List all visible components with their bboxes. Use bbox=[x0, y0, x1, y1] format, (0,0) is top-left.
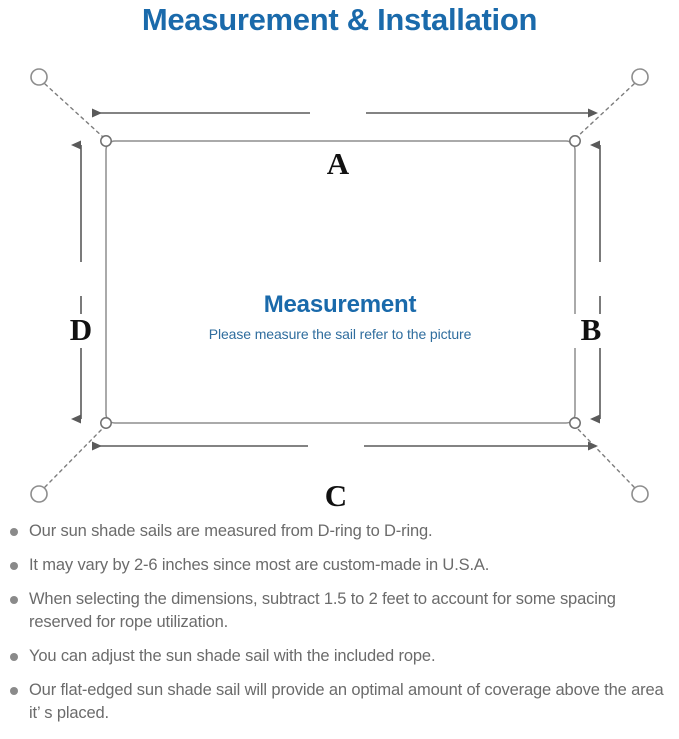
center-subtitle: Please measure the sail refer to the pic… bbox=[208, 326, 472, 342]
rope-bottom-right bbox=[576, 427, 635, 488]
note-text: When selecting the dimensions, subtract … bbox=[29, 590, 616, 631]
rope-top-left bbox=[44, 83, 104, 138]
list-item: Our flat-edged sun shade sail will provi… bbox=[0, 679, 679, 725]
dimension-label-a: A bbox=[310, 148, 366, 182]
bullet-icon bbox=[10, 528, 18, 536]
anchor-ring-top-right bbox=[631, 68, 649, 86]
measurement-diagram: A B C D Measurement Please measure the s… bbox=[0, 52, 679, 517]
d-ring-bottom-left bbox=[100, 417, 112, 429]
sail-panel bbox=[105, 140, 576, 424]
page-title: Measurement & Installation bbox=[141, 2, 538, 37]
d-ring-bottom-right bbox=[569, 417, 581, 429]
list-item: You can adjust the sun shade sail with t… bbox=[0, 645, 679, 668]
notes-list: Our sun shade sails are measured from D-… bbox=[0, 520, 679, 736]
bullet-icon bbox=[10, 653, 18, 661]
note-text: Our sun shade sails are measured from D-… bbox=[29, 522, 433, 540]
anchor-ring-bottom-left bbox=[30, 485, 48, 503]
sail-diagram-svg bbox=[30, 68, 649, 503]
center-title: Measurement bbox=[263, 291, 417, 318]
bullet-icon bbox=[10, 687, 18, 695]
dimension-label-b: B bbox=[574, 314, 608, 348]
note-text: It may vary by 2-6 inches since most are… bbox=[29, 556, 490, 574]
bullet-icon bbox=[10, 596, 18, 604]
anchor-ring-top-left bbox=[30, 68, 48, 86]
d-ring-top-right bbox=[569, 135, 581, 147]
list-item: Our sun shade sails are measured from D-… bbox=[0, 520, 679, 543]
rope-top-right bbox=[576, 83, 635, 138]
rope-lines bbox=[44, 83, 635, 488]
d-ring-top-left bbox=[100, 135, 112, 147]
sail-center-caption: Measurement Please measure the sail refe… bbox=[105, 290, 575, 343]
dimension-label-c: C bbox=[308, 480, 364, 514]
note-text: You can adjust the sun shade sail with t… bbox=[29, 647, 436, 665]
dimension-label-d: D bbox=[64, 314, 98, 348]
rope-bottom-left bbox=[44, 427, 104, 488]
sail-d-rings bbox=[100, 135, 581, 429]
bullet-icon bbox=[10, 562, 18, 570]
anchor-rings bbox=[30, 68, 649, 503]
list-item: It may vary by 2-6 inches since most are… bbox=[0, 554, 679, 577]
list-item: When selecting the dimensions, subtract … bbox=[0, 588, 679, 634]
note-text: Our flat-edged sun shade sail will provi… bbox=[29, 681, 664, 722]
anchor-ring-bottom-right bbox=[631, 485, 649, 503]
